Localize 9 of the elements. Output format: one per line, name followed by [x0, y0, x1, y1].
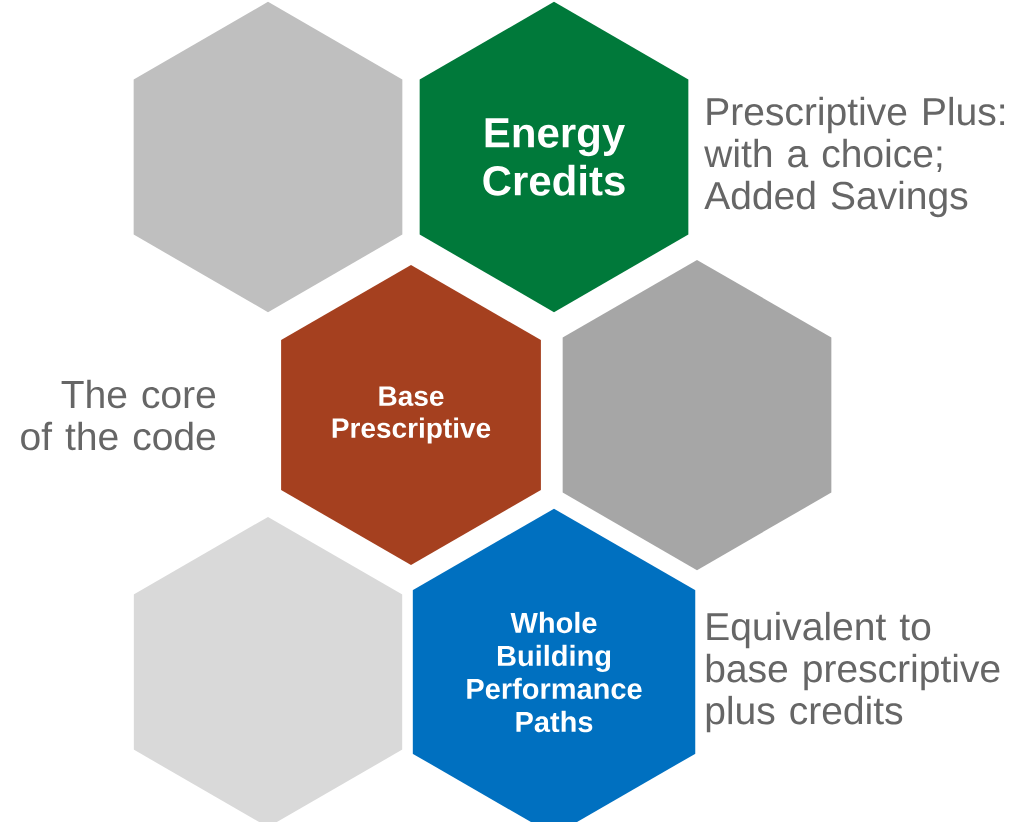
side-text: Prescriptive Plus: with a choice; Added Savings	[704, 96, 1005, 218]
side-text: Equivalent to base prescriptive plus credits	[706, 611, 1000, 733]
hexagon-tile	[133, 516, 403, 822]
hexagon-tile	[133, 1, 403, 313]
hexagon-label-tile: Whole Building Performance Paths	[412, 508, 696, 822]
hexagon-label-tile: Energy Credits	[419, 1, 689, 313]
side-text: The core of the code	[21, 379, 216, 451]
hexagon-tile	[562, 259, 832, 571]
hexagon-label-tile: Base Prescriptive	[281, 265, 541, 565]
